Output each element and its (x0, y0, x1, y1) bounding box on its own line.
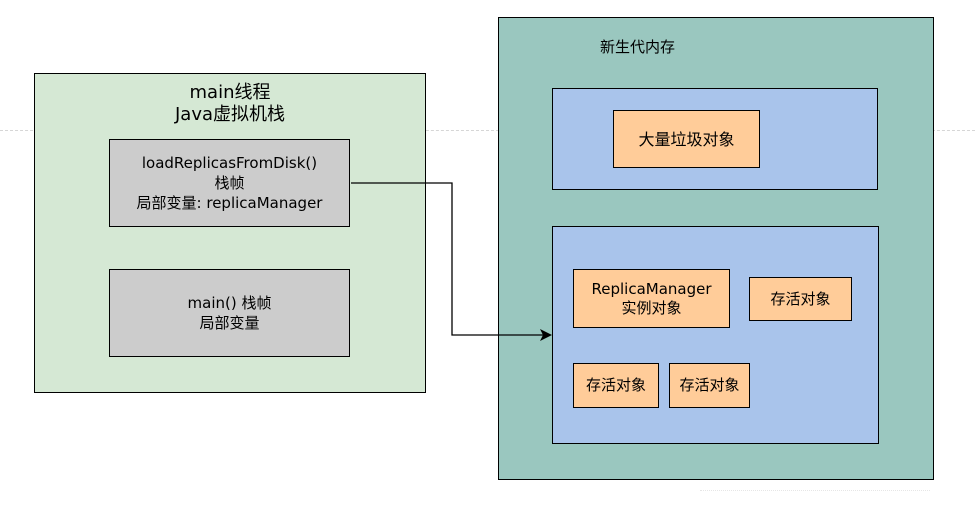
replica-manager-object: ReplicaManager 实例对象 (573, 269, 730, 328)
stack-frame-load-replicas: loadReplicasFromDisk() 栈帧 局部变量: replicaM… (109, 139, 350, 227)
alive-object-label: 存活对象 (679, 376, 740, 394)
frame-label: 栈帧 (214, 174, 245, 192)
alive-object: 存活对象 (749, 277, 852, 321)
frame-local-variable: 局部变量: replicaManager (136, 194, 323, 212)
alive-object-label: 存活对象 (585, 376, 646, 394)
alive-object-label: 存活对象 (770, 289, 831, 308)
decorative-strip (700, 490, 930, 505)
stack-title-vm-stack: Java虚拟机栈 (174, 104, 286, 125)
frame-method-name: loadReplicasFromDisk() (141, 154, 318, 172)
alive-object: 存活对象 (573, 363, 659, 408)
garbage-objects: 大量垃圾对象 (613, 110, 760, 168)
arrow-head-icon (540, 329, 552, 341)
replica-manager-instance-label: 实例对象 (621, 298, 682, 317)
background-guide-line (0, 130, 975, 131)
reference-arrow-line (351, 182, 543, 336)
frame-method-name: main() 栈帧 (187, 294, 272, 312)
garbage-region (552, 88, 878, 190)
young-generation-label: 新生代内存 (600, 38, 676, 56)
frame-local-variable: 局部变量 (199, 314, 260, 332)
garbage-objects-label: 大量垃圾对象 (638, 129, 735, 149)
stack-frame-main: main() 栈帧 局部变量 (109, 269, 350, 357)
stack-title: main线程 Java虚拟机栈 (35, 82, 425, 126)
alive-object: 存活对象 (669, 363, 750, 408)
stack-title-thread: main线程 (189, 82, 271, 103)
replica-manager-class: ReplicaManager (591, 279, 712, 298)
